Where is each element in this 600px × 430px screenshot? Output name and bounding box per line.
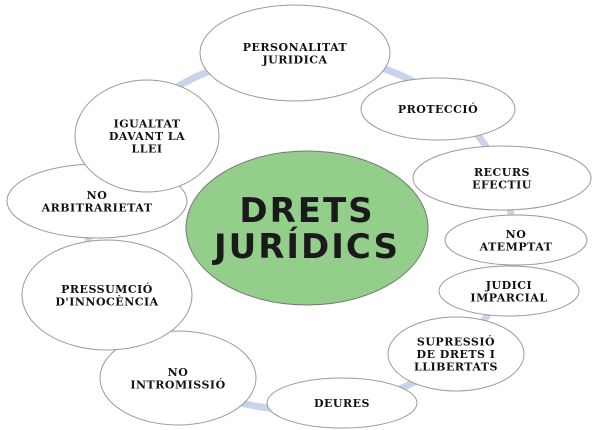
node-label: PERSONALITAT bbox=[243, 41, 348, 54]
node-1: PROTECCIÓ bbox=[360, 77, 516, 141]
node-label: DE DRETS I bbox=[417, 348, 496, 361]
node-ellipse bbox=[99, 330, 257, 426]
center-title-line-1: DRETS bbox=[239, 191, 374, 231]
node-label: IGUALTAT bbox=[114, 118, 181, 131]
node-label: NO bbox=[87, 189, 108, 202]
node-label: DAVANT LA bbox=[109, 130, 185, 143]
node-label: EFECTIU bbox=[472, 178, 532, 191]
center-title-line-2: JURÍDICS bbox=[212, 226, 400, 267]
node-ellipse bbox=[412, 145, 592, 211]
node-label: RECURS bbox=[474, 166, 530, 179]
node-label: PRESSUMCIÓ bbox=[61, 282, 153, 296]
node-ellipse bbox=[438, 265, 580, 317]
node-label: JUDICI bbox=[485, 279, 532, 292]
node-label: INTROMISSIÓ bbox=[130, 377, 225, 391]
node-6: DEURES bbox=[266, 377, 418, 429]
node-label: D'INNOCÈNCIA bbox=[55, 294, 158, 308]
center-node: DRETS JURÍDICS bbox=[185, 150, 429, 306]
node-label: IMPARCIAL bbox=[470, 291, 547, 304]
node-ellipse bbox=[444, 214, 588, 266]
node-label: NO bbox=[168, 366, 189, 379]
node-label: JURIDICA bbox=[261, 53, 327, 66]
node-label: LLEI bbox=[132, 143, 163, 156]
node-label: NO bbox=[506, 228, 527, 241]
node-label: SUPRESSIÓ bbox=[417, 335, 495, 349]
node-ellipse bbox=[360, 77, 516, 141]
node-ellipse bbox=[387, 316, 525, 392]
node-label: DEURES bbox=[314, 397, 370, 410]
node-ellipse bbox=[199, 4, 391, 102]
node-ellipse bbox=[21, 239, 193, 351]
node-label: LLIBERTATS bbox=[414, 361, 498, 374]
node-ellipse bbox=[266, 377, 418, 429]
node-label: ATEMPTAT bbox=[479, 240, 553, 253]
node-label: PROTECCIÓ bbox=[398, 102, 478, 116]
node-ellipse bbox=[74, 79, 220, 193]
node-label: ARBITRARIETAT bbox=[41, 201, 153, 214]
